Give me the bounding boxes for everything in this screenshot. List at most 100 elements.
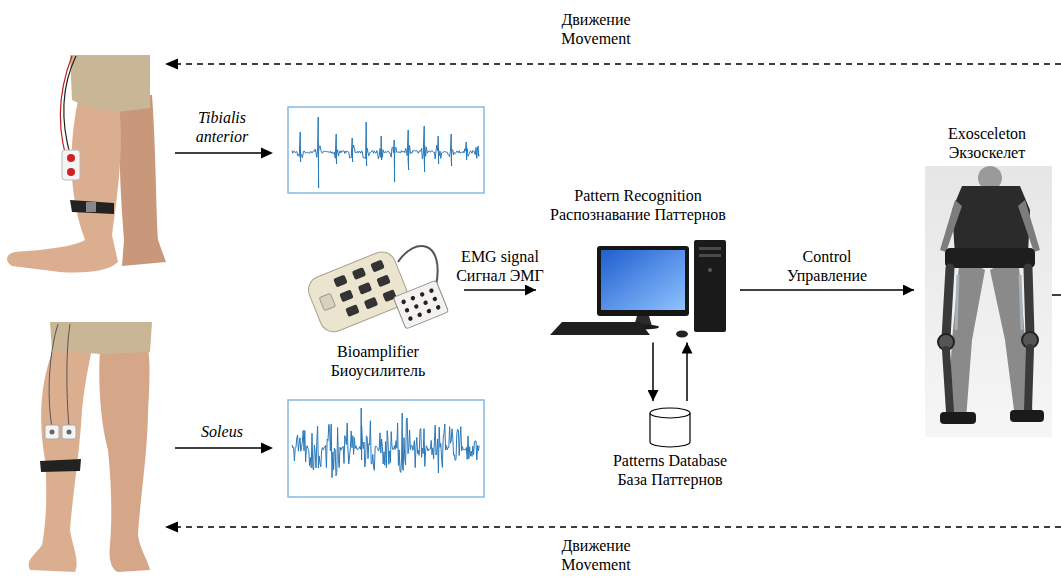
flow-arrow bbox=[652, 342, 654, 401]
edge-label: EMG signal Сигнал ЭМГ bbox=[448, 247, 552, 285]
edge-label: Control Управление bbox=[777, 247, 877, 285]
emg-plot-part bbox=[288, 107, 484, 193]
signal-arrow-part bbox=[175, 152, 262, 154]
signal-arrow-part bbox=[175, 447, 262, 449]
exoskeleton-photo-part bbox=[940, 412, 976, 424]
emg-plot bbox=[288, 400, 484, 497]
movement-arrow-part bbox=[176, 526, 1061, 528]
emg-plot bbox=[288, 107, 484, 193]
signal-arrow-part bbox=[261, 443, 273, 454]
database-cylinder bbox=[650, 408, 690, 447]
movement-arrow-part bbox=[176, 63, 1061, 65]
computer-icon-part bbox=[601, 250, 685, 310]
exoskeleton-photo-part bbox=[946, 350, 950, 412]
bioamplifier-device bbox=[304, 246, 448, 336]
emg-plot-part bbox=[292, 408, 479, 478]
bioamplifier-device-part bbox=[364, 297, 378, 310]
exoskeleton-photo-part bbox=[946, 268, 950, 338]
leg-photo-part bbox=[99, 348, 150, 572]
exoskeleton-photo-part bbox=[956, 275, 958, 330]
feedback-line-part bbox=[1052, 294, 1061, 296]
bioamplifier-device-part bbox=[435, 304, 441, 310]
bioamplifier-device-part bbox=[404, 307, 410, 313]
bioamplifier-device-part bbox=[401, 299, 407, 305]
leg-photo-part bbox=[50, 322, 152, 354]
node-caption: Exosceleton Экзоскелет bbox=[931, 124, 1043, 162]
bioamplifier-device-part bbox=[319, 293, 335, 310]
leg-photo-part bbox=[40, 459, 81, 472]
bioamplifier-device-part bbox=[304, 248, 411, 336]
exoskeleton-photo-part bbox=[1020, 275, 1022, 330]
computer-icon-part bbox=[699, 247, 721, 250]
bioamplifier-device-part bbox=[426, 308, 432, 314]
bioamplifier-device-part bbox=[393, 280, 448, 329]
bioamplifier-device-part bbox=[358, 282, 372, 295]
muscle-label: Tibialis anterior bbox=[181, 108, 263, 146]
feedback-line bbox=[1052, 295, 1061, 296]
bioamplifier-device-part bbox=[304, 248, 411, 336]
movement-arrow-part bbox=[165, 59, 178, 70]
bioamplifier-device-part bbox=[408, 316, 414, 322]
exoskeleton-photo-part bbox=[945, 248, 1035, 268]
bioamplifier-node: Bioamplifier Биоусилитель bbox=[296, 240, 460, 380]
leg-photo bbox=[29, 322, 152, 572]
leg-photo-part bbox=[62, 425, 76, 439]
emg-plot-part bbox=[288, 400, 484, 497]
flow-arrow bbox=[740, 289, 914, 291]
signal-arrow bbox=[175, 148, 273, 159]
exoskeleton-photo-part bbox=[1010, 410, 1044, 422]
computer-icon bbox=[550, 240, 726, 338]
movement-arrow bbox=[165, 59, 1061, 70]
leg-photo-part bbox=[70, 55, 150, 112]
exoskeleton-photo-part bbox=[925, 166, 1052, 437]
database-cylinder-part bbox=[650, 408, 690, 418]
image-area bbox=[918, 162, 1056, 440]
movement-arrow bbox=[165, 522, 1061, 533]
computer-icon-part bbox=[597, 246, 689, 316]
computer-icon-part bbox=[694, 240, 726, 332]
movement-label: Движение Movement bbox=[546, 10, 646, 48]
bioamplifier-device-part bbox=[393, 280, 448, 329]
bioamplifier-device-part bbox=[417, 312, 423, 318]
leg-photo-part bbox=[62, 150, 80, 180]
leg-photo bbox=[7, 55, 166, 273]
bioamplifier-device-part bbox=[413, 304, 419, 310]
computer-icon-part bbox=[699, 254, 721, 257]
leg-photo-part bbox=[70, 200, 114, 214]
leg-photo-part bbox=[119, 95, 166, 266]
signal-arrow bbox=[175, 443, 273, 454]
bioamplifier-device-part bbox=[410, 295, 416, 301]
bioamplifier-device-part bbox=[339, 289, 353, 302]
exoskeleton-photo-part bbox=[940, 200, 962, 252]
image-area bbox=[540, 224, 736, 338]
leg-photo-part bbox=[67, 430, 72, 435]
bioamplifier-device-part bbox=[345, 304, 359, 317]
movement-label: Движение Movement bbox=[546, 536, 646, 574]
exoskeleton-photo-part bbox=[1028, 348, 1030, 410]
leg-photo-part bbox=[67, 324, 70, 428]
bioamplifier-device-part bbox=[333, 275, 347, 288]
bioamplifier-device-part bbox=[432, 296, 438, 302]
signal-arrow-part bbox=[261, 148, 273, 159]
bioamplifier-device-part bbox=[429, 288, 435, 294]
image-area bbox=[600, 405, 740, 451]
exoskeleton-photo-part bbox=[1028, 268, 1030, 336]
leg-photo-part bbox=[49, 324, 58, 428]
bioamplifier-device-part bbox=[352, 267, 366, 280]
emg-plot-part bbox=[292, 117, 479, 188]
bioamplifier-device-part bbox=[398, 246, 438, 286]
computer-icon-part bbox=[676, 331, 688, 338]
exoskeleton-node: Exosceleton Экзоскелет bbox=[918, 124, 1056, 440]
node-caption: Pattern Recognition Распознавание Паттер… bbox=[540, 186, 736, 224]
leg-photo-part bbox=[67, 168, 75, 176]
node-caption: Bioamplifier Биоусилитель bbox=[318, 342, 438, 380]
flow-arrow bbox=[686, 342, 688, 401]
leg-photo-part bbox=[64, 56, 76, 158]
node-caption: Patterns Database База Паттернов bbox=[600, 451, 740, 489]
leg-photo-part bbox=[67, 154, 75, 162]
database-node: Patterns Database База Паттернов bbox=[600, 405, 740, 489]
exoskeleton-photo-part bbox=[952, 186, 1030, 255]
bioamplifier-device-part bbox=[419, 292, 425, 298]
